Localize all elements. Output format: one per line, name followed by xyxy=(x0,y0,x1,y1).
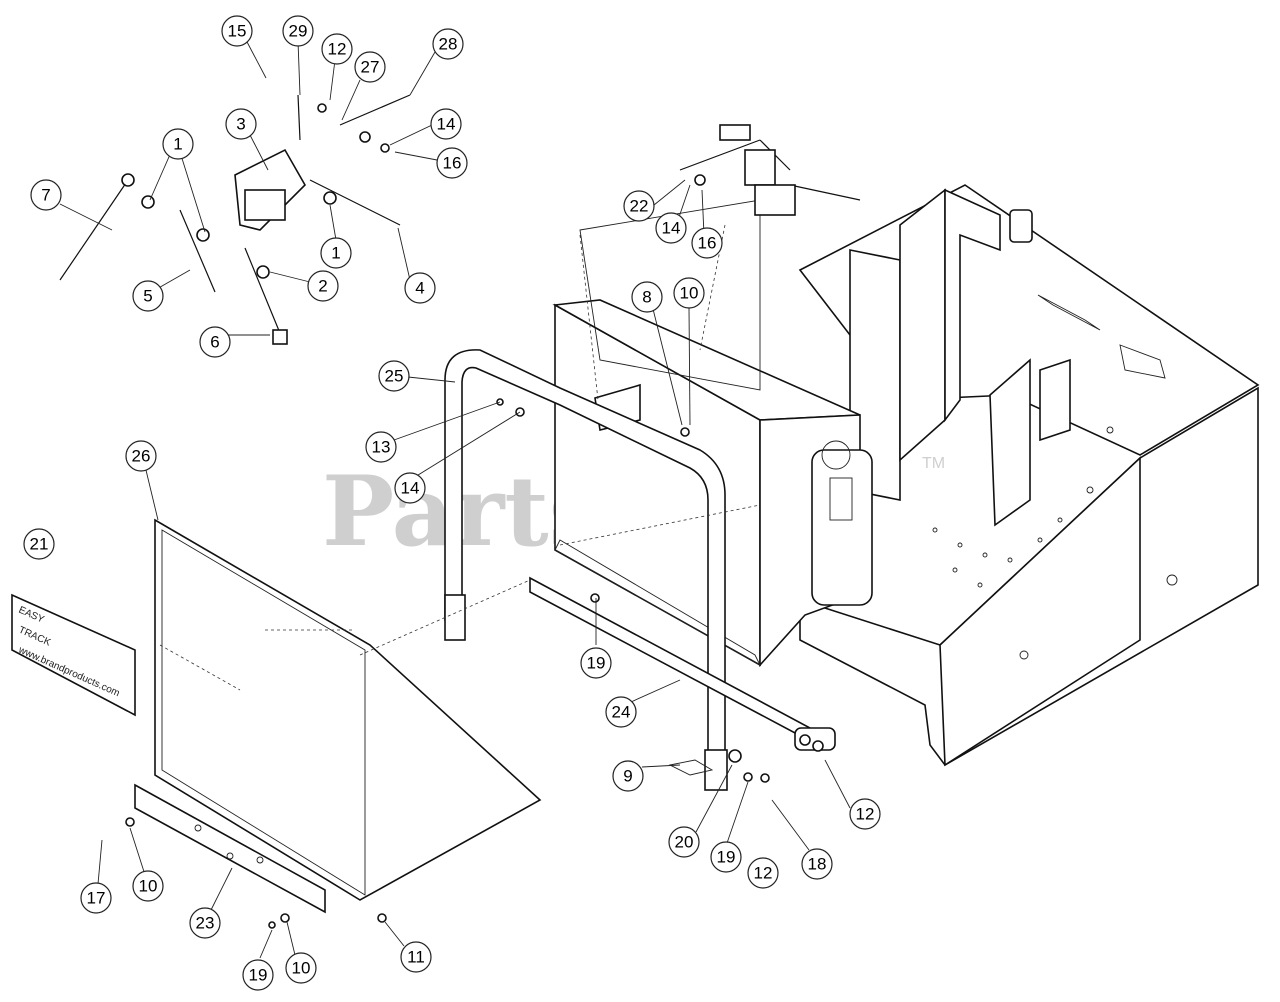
svg-text:13: 13 xyxy=(372,438,391,457)
svg-text:11: 11 xyxy=(407,948,425,967)
main-frame xyxy=(798,184,1260,767)
callout-4[interactable]: 4 xyxy=(404,272,436,304)
control-lever-assembly-right xyxy=(679,124,861,216)
callout-19b[interactable]: 19 xyxy=(710,841,742,873)
callout-25[interactable]: 25 xyxy=(378,360,410,392)
svg-text:19: 19 xyxy=(249,966,268,985)
callout-27[interactable]: 27 xyxy=(354,51,386,83)
decal: EASY TRACK www.brandproducts.com xyxy=(11,593,136,717)
svg-text:10: 10 xyxy=(292,959,311,978)
svg-text:5: 5 xyxy=(143,287,152,306)
leader-lines xyxy=(59,39,851,959)
control-valve-assembly xyxy=(59,94,411,345)
callout-28[interactable]: 28 xyxy=(432,28,464,60)
svg-text:6: 6 xyxy=(210,333,219,352)
svg-text:4: 4 xyxy=(415,279,424,298)
svg-text:25: 25 xyxy=(385,367,404,386)
svg-text:17: 17 xyxy=(87,889,106,908)
svg-text:21: 21 xyxy=(30,535,49,554)
callout-16[interactable]: 16 xyxy=(436,147,468,179)
callout-18[interactable]: 18 xyxy=(801,848,833,880)
callout-5[interactable]: 5 xyxy=(132,280,164,312)
callout-22[interactable]: 22 xyxy=(623,190,655,222)
svg-text:28: 28 xyxy=(439,35,458,54)
svg-text:19: 19 xyxy=(717,848,736,867)
callout-1[interactable]: 1 xyxy=(162,128,194,160)
svg-text:20: 20 xyxy=(675,833,694,852)
callout-9[interactable]: 9 xyxy=(612,760,644,792)
svg-text:9: 9 xyxy=(623,767,632,786)
callout-14c[interactable]: 14 xyxy=(394,472,426,504)
callout-14b[interactable]: 14 xyxy=(655,212,687,244)
watermark-tm: TM xyxy=(922,455,945,472)
svg-text:2: 2 xyxy=(318,277,327,296)
svg-text:12: 12 xyxy=(328,40,347,59)
callout-8[interactable]: 8 xyxy=(631,281,663,313)
svg-text:19: 19 xyxy=(587,654,606,673)
callout-10c[interactable]: 10 xyxy=(285,952,317,984)
svg-text:29: 29 xyxy=(289,22,308,41)
roll-bar xyxy=(444,349,728,791)
svg-text:1: 1 xyxy=(331,244,340,263)
svg-text:14: 14 xyxy=(662,219,681,238)
svg-text:12: 12 xyxy=(856,805,875,824)
svg-text:14: 14 xyxy=(437,115,456,134)
callout-24[interactable]: 24 xyxy=(605,696,637,728)
callout-13[interactable]: 13 xyxy=(365,431,397,463)
callout-15[interactable]: 15 xyxy=(221,15,253,47)
guide-lines xyxy=(159,224,761,691)
deflector-chute xyxy=(134,518,542,914)
svg-text:16: 16 xyxy=(698,234,717,253)
svg-text:27: 27 xyxy=(361,58,380,77)
callout-12[interactable]: 12 xyxy=(321,33,353,65)
callout-19c[interactable]: 19 xyxy=(242,959,274,991)
svg-text:18: 18 xyxy=(808,855,827,874)
svg-text:10: 10 xyxy=(139,877,158,896)
callout-labels: 15 29 12 27 28 3 1 14 16 7 1 5 2 4 6 22 … xyxy=(23,15,881,991)
callout-3[interactable]: 3 xyxy=(225,108,257,140)
svg-text:3: 3 xyxy=(236,115,245,134)
callout-23[interactable]: 23 xyxy=(189,907,221,939)
callout-2[interactable]: 2 xyxy=(307,270,339,302)
svg-text:14: 14 xyxy=(401,479,420,498)
callout-20[interactable]: 20 xyxy=(668,826,700,858)
svg-text:24: 24 xyxy=(612,703,631,722)
callout-21[interactable]: 21 xyxy=(23,528,55,560)
callout-19[interactable]: 19 xyxy=(580,647,612,679)
callout-11[interactable]: 11 xyxy=(400,941,432,973)
callout-7[interactable]: 7 xyxy=(30,179,62,211)
svg-text:15: 15 xyxy=(228,22,247,41)
svg-text:22: 22 xyxy=(630,197,649,216)
callout-29[interactable]: 29 xyxy=(282,15,314,47)
callout-14[interactable]: 14 xyxy=(430,108,462,140)
callout-12c[interactable]: 12 xyxy=(747,857,779,889)
svg-text:10: 10 xyxy=(680,284,699,303)
svg-text:26: 26 xyxy=(132,447,151,466)
hopper-box xyxy=(552,199,873,668)
callout-12b[interactable]: 12 xyxy=(849,798,881,830)
svg-text:7: 7 xyxy=(41,186,50,205)
callout-16b[interactable]: 16 xyxy=(691,227,723,259)
callout-17[interactable]: 17 xyxy=(80,882,112,914)
svg-text:1: 1 xyxy=(173,135,182,154)
svg-text:23: 23 xyxy=(196,914,215,933)
svg-text:12: 12 xyxy=(754,864,773,883)
svg-text:8: 8 xyxy=(642,288,651,307)
callout-10b[interactable]: 10 xyxy=(132,870,164,902)
callout-1b[interactable]: 1 xyxy=(320,237,352,269)
callout-10[interactable]: 10 xyxy=(673,277,705,309)
callout-6[interactable]: 6 xyxy=(199,326,231,358)
callout-26[interactable]: 26 xyxy=(125,440,157,472)
svg-text:16: 16 xyxy=(443,154,462,173)
